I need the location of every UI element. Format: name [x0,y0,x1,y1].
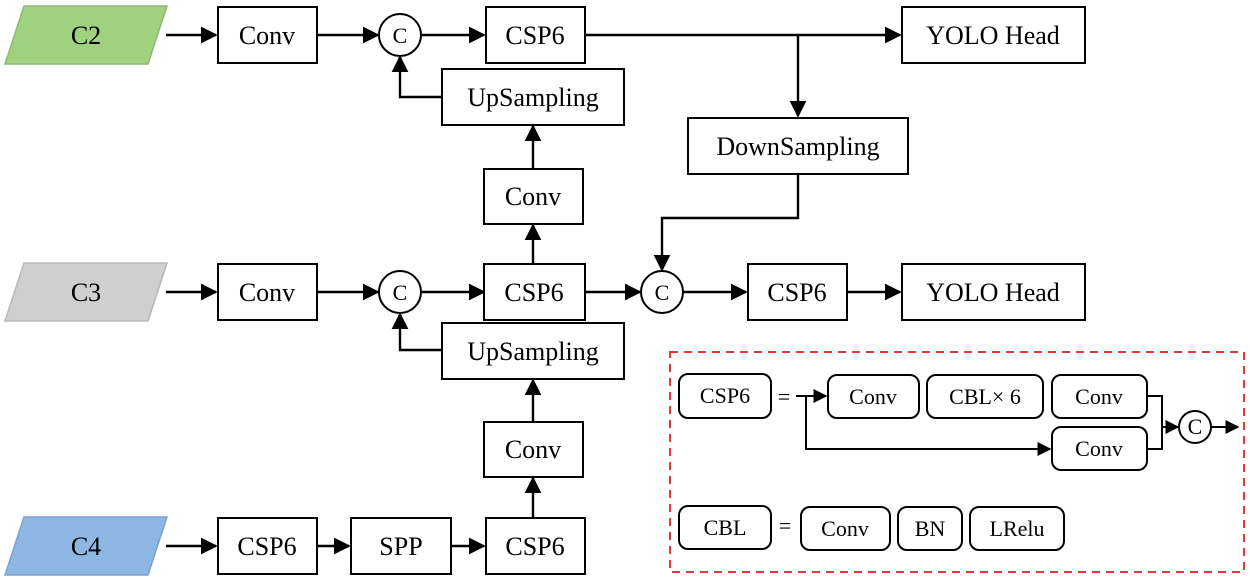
legend-csp6-equals: = [778,384,790,409]
legend-cbl-conv [800,506,891,551]
csp6-block-c4-a: CSP6 [217,517,318,575]
svg-text:CSP6: CSP6 [505,532,564,561]
svg-text:C: C [393,23,408,48]
yolo-head-top: YOLO Head [901,6,1086,64]
svg-text:CSP6: CSP6 [767,278,826,307]
legend-cbl-bn [897,506,963,551]
csp6-block-top: CSP6 [485,6,586,64]
yolo-head-c3: YOLO Head [901,263,1086,321]
svg-text:CSP6: CSP6 [504,278,563,307]
upsampling-block-top: UpSampling [441,68,625,126]
svg-text:DownSampling: DownSampling [716,132,879,161]
csp6-block-c3-b: CSP6 [747,263,848,321]
svg-text:YOLO Head: YOLO Head [926,278,1060,307]
input-c3: C3 [3,262,169,322]
svg-text:YOLO Head: YOLO Head [926,21,1060,50]
concat-node-top: C [378,13,422,57]
spp-block: SPP [350,517,452,575]
svg-text:LRelu: LRelu [990,516,1045,541]
legend-cbl-label: CBL [704,515,747,540]
concat-node-c3-b: C [640,270,684,314]
svg-text:UpSampling: UpSampling [467,337,598,366]
svg-text:Conv: Conv [239,278,295,307]
legend-cbl-lrelu [969,506,1065,551]
input-c2-label: C2 [71,21,101,50]
svg-text:Conv: Conv [505,182,561,211]
svg-text:C: C [393,280,408,305]
csp6-block-c3-a: CSP6 [483,263,586,321]
legend-csp6-box [678,373,772,419]
svg-text:CSP6: CSP6 [505,21,564,50]
legend-cbl-equals: = [779,513,791,538]
conv-block-low: Conv [483,421,584,478]
conv-block-c3: Conv [217,263,318,321]
downsampling-block: DownSampling [687,117,909,175]
svg-text:Conv: Conv [849,384,897,409]
legend-panel: CSP6 = Conv CBL× 6 Conv Conv C CBL = Con… [669,351,1245,573]
input-c4: C4 [3,516,169,576]
legend-cbl-box [678,505,772,550]
conv-block-top: Conv [217,6,318,64]
upsampling-block-bottom: UpSampling [441,322,625,380]
conv-block-mid: Conv [483,168,584,225]
svg-text:C: C [655,280,670,305]
input-c3-label: C3 [71,278,101,307]
legend-cbl-x6 [926,374,1044,419]
svg-text:Conv: Conv [505,435,561,464]
concat-node-c3-a: C [378,270,422,314]
svg-text:UpSampling: UpSampling [467,83,598,112]
legend-csp6-label: CSP6 [700,383,750,408]
legend-conv-1 [827,374,920,419]
connections [166,26,902,555]
svg-text:CBL× 6: CBL× 6 [949,384,1021,409]
svg-text:BN: BN [915,516,946,541]
input-c4-label: C4 [71,532,101,561]
svg-text:Conv: Conv [821,516,869,541]
svg-text:Conv: Conv [1075,436,1123,461]
svg-text:Conv: Conv [1075,384,1123,409]
input-c2: C2 [3,5,169,65]
csp6-block-c4-b: CSP6 [485,517,586,575]
svg-text:Conv: Conv [239,21,295,50]
svg-text:SPP: SPP [379,532,422,561]
svg-text:C: C [1188,414,1203,439]
svg-text:CSP6: CSP6 [237,532,296,561]
